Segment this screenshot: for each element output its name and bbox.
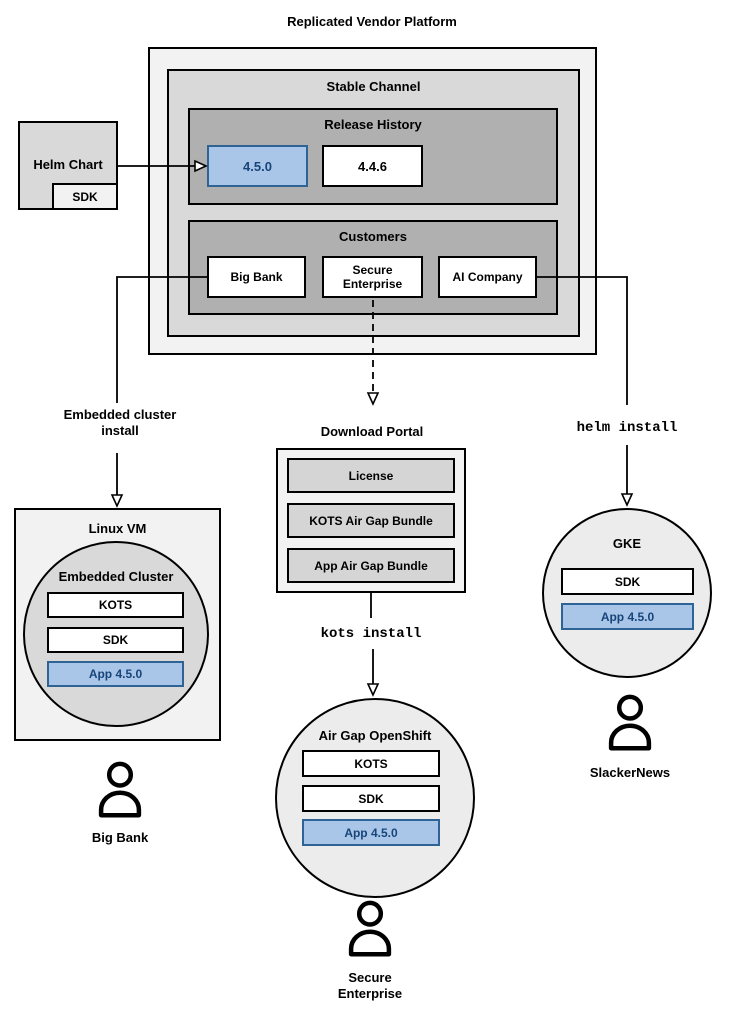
embedded-kots-box: KOTS [47,592,184,618]
release-4-5-0: 4.5.0 [207,145,308,187]
slackernews-person-label: SlackerNews [589,765,671,780]
openshift-kots-box: KOTS [302,750,440,777]
arrowhead-icon [366,392,380,406]
air-gap-openshift-title: Air Gap OpenShift [318,728,432,743]
embedded-sdk-box: SDK [47,627,184,653]
customers-title: Customers [339,229,407,244]
big-bank-person-icon [93,759,147,821]
embedded-app-box: App 4.5.0 [47,661,184,687]
gke-title: GKE [612,536,642,551]
person-body [608,723,652,751]
stable-channel-title: Stable Channel [326,79,421,94]
diagram-title: Replicated Vendor Platform [287,14,457,29]
kots-install-label: kots install [320,626,422,642]
release-4-4-6: 4.4.6 [322,145,423,187]
portal-license-box: License [287,458,455,493]
linux-vm-title: Linux VM [88,521,147,536]
openshift-app-box: App 4.5.0 [302,819,440,846]
openshift-sdk-box: SDK [302,785,440,812]
arrowhead-icon [110,494,124,508]
embedded-install-label: Embedded cluster install [63,407,177,438]
slackernews-person-icon [603,692,657,754]
portal-app-bundle-box: App Air Gap Bundle [287,548,455,583]
person-head [356,900,384,927]
person-head [106,761,134,788]
secure-enterprise-person-label: Secure Enterprise [337,970,403,1001]
embedded-cluster-title: Embedded Cluster [58,569,174,584]
arrowhead-icon [620,493,634,507]
gke-sdk-box: SDK [561,568,694,595]
person-body [348,929,392,957]
secure-enterprise-person-icon [343,898,397,960]
customer-secure-enterprise: Secure Enterprise [322,256,423,298]
customer-ai-company: AI Company [438,256,537,298]
helm-chart-title: Helm Chart [33,157,103,172]
release-history-title: Release History [324,117,422,132]
arrowhead-icon [366,683,380,697]
person-body [98,790,142,818]
person-head [616,694,644,721]
portal-kots-bundle-box: KOTS Air Gap Bundle [287,503,455,538]
customer-big-bank: Big Bank [207,256,306,298]
gke-app-box: App 4.5.0 [561,603,694,630]
big-bank-person-label: Big Bank [91,830,149,845]
helm-install-label: helm install [576,420,678,436]
download-portal-title: Download Portal [320,424,424,439]
helm-chart-sdk-box: SDK [52,183,118,210]
